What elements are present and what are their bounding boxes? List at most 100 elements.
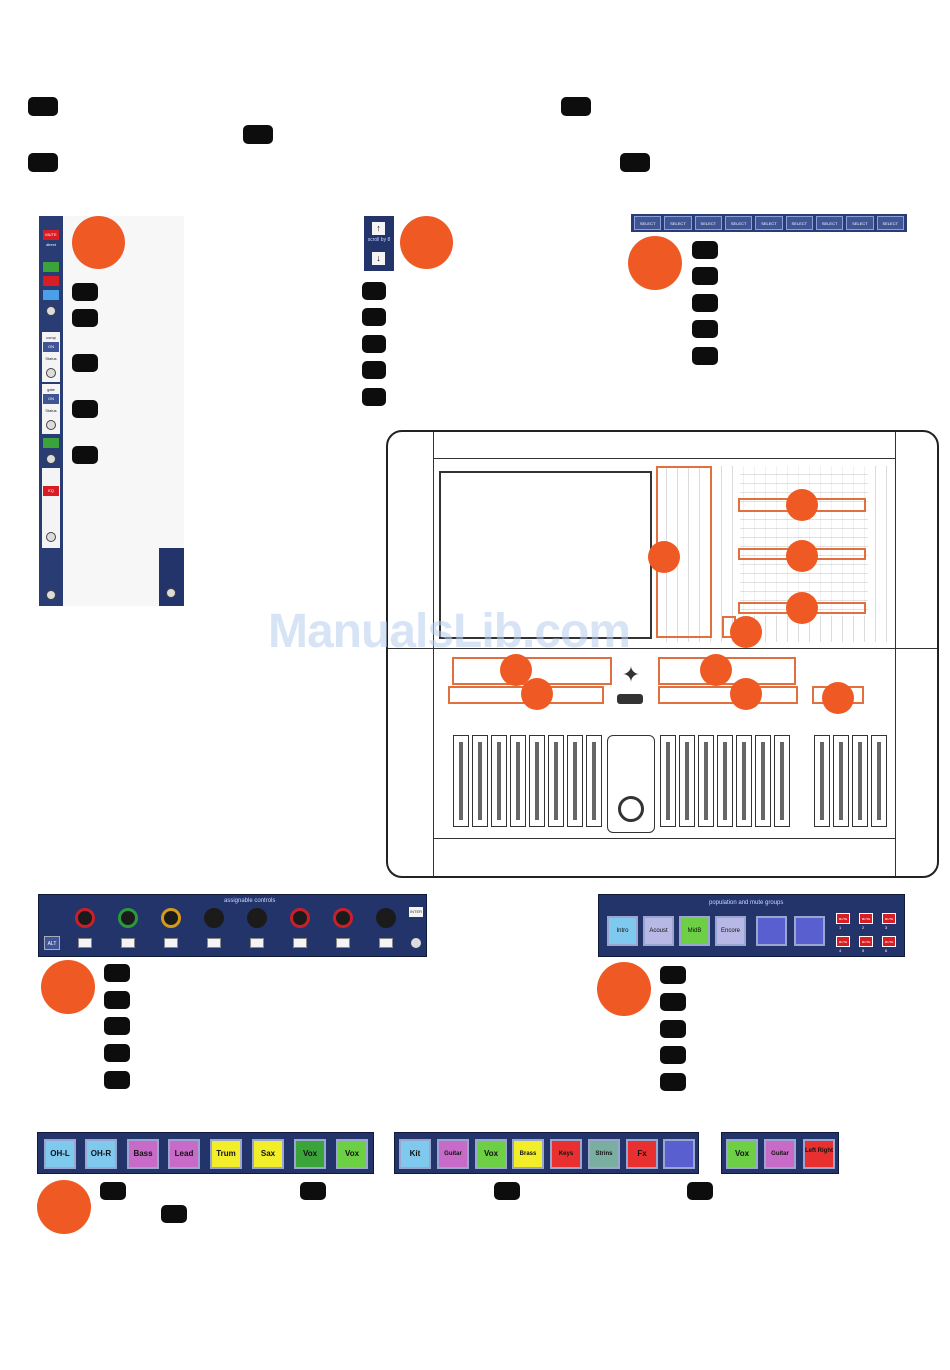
population-button[interactable]: Acoust [643,916,674,946]
mute-group-button[interactable]: MUTE [882,913,896,924]
assign-switch[interactable] [78,938,92,948]
channel-name-key[interactable]: OH-L [44,1139,76,1169]
select-button[interactable]: SELECT [876,216,904,230]
population-button[interactable] [794,916,825,946]
assign-switch[interactable] [164,938,178,948]
fader[interactable] [774,735,790,827]
mute-group-button[interactable]: MUTE [859,936,873,947]
channel-name-key[interactable]: Strins [588,1139,620,1169]
jog-wheel[interactable] [618,796,644,822]
population-button[interactable]: Intro [607,916,638,946]
assign-knob[interactable] [75,908,95,928]
mute-group-button[interactable]: MUTE [882,936,896,947]
select-button[interactable]: SELECT [664,216,692,230]
channel-name-key[interactable]: Guitar [437,1139,469,1169]
scroll-down-button[interactable]: ↓ [372,252,385,265]
fader[interactable] [698,735,714,827]
mute-group-button[interactable]: MUTE [836,936,850,947]
channel-name-key[interactable]: Vox [475,1139,507,1169]
console-top-line [434,458,895,459]
fader[interactable] [755,735,771,827]
channel-name-key[interactable]: Left Right [803,1139,835,1169]
channel-name-key[interactable]: Vox [726,1139,758,1169]
assign-switch[interactable] [379,938,393,948]
select-button[interactable]: SELECT [634,216,662,230]
select-button[interactable]: SELECT [694,216,722,230]
strip-bottom-knob[interactable] [46,590,56,600]
blue-button[interactable] [43,290,59,300]
population-button[interactable]: Encore [715,916,746,946]
fader[interactable] [679,735,695,827]
fader[interactable] [833,735,849,827]
assign-switch[interactable] [293,938,307,948]
fader[interactable] [510,735,526,827]
inter-button[interactable]: INTER [409,907,423,917]
channel-name-key[interactable]: Keys [550,1139,582,1169]
fader[interactable] [660,735,676,827]
channel-name-key[interactable]: Brass [512,1139,544,1169]
channel-name-key[interactable]: Guitar [764,1139,796,1169]
assign-knob[interactable] [118,908,138,928]
alt-button[interactable]: ALT [44,936,60,950]
eq-knob[interactable] [46,532,56,542]
population-button[interactable] [756,916,787,946]
assign-switch[interactable] [207,938,221,948]
mute-group-button[interactable]: MUTE [859,913,873,924]
assign-knob[interactable] [376,908,396,928]
gate-knob[interactable] [46,420,56,430]
scroll-up-button[interactable]: ↑ [372,222,385,235]
assign-knob[interactable] [290,908,310,928]
gain-knob[interactable] [46,306,56,316]
callout-tag [620,153,650,172]
channel-name-key[interactable]: Sax [252,1139,284,1169]
channel-name-key[interactable]: Vox [336,1139,368,1169]
select-button[interactable]: SELECT [815,216,844,230]
gate-on-button[interactable]: ON [43,394,59,404]
channel-name-key[interactable]: Kit [399,1139,431,1169]
select-button[interactable]: SELECT [846,216,874,230]
callout-tag [100,1182,126,1200]
safe-button[interactable] [43,276,59,286]
fader[interactable] [736,735,752,827]
channel-name-key[interactable]: OH-R [85,1139,117,1169]
fader[interactable] [453,735,469,827]
population-button[interactable]: MidB [679,916,710,946]
assignable-title: assignable controls [224,898,276,904]
fader[interactable] [472,735,488,827]
channel-name-key[interactable]: Trum [210,1139,242,1169]
channel-name-key[interactable]: Fx [626,1139,658,1169]
fader[interactable] [529,735,545,827]
mute-button[interactable]: MUTE [43,230,59,240]
nav-arrows[interactable]: ✦ [621,662,641,687]
fader[interactable] [586,735,602,827]
fader[interactable] [814,735,830,827]
fader[interactable] [717,735,733,827]
insert-button[interactable] [43,438,59,448]
assign-knob[interactable] [247,908,267,928]
assign-knob[interactable] [333,908,353,928]
master-knob[interactable] [166,588,176,598]
channel-name-key[interactable]: Bass [127,1139,159,1169]
select-button[interactable]: SELECT [785,216,813,230]
select-button[interactable]: SELECT [755,216,783,230]
fader[interactable] [567,735,583,827]
select-button[interactable]: SELECT [724,216,753,230]
assign-knob[interactable] [204,908,224,928]
channel-name-key[interactable]: Vox [294,1139,326,1169]
assign-knob[interactable] [161,908,181,928]
fader[interactable] [491,735,507,827]
fader[interactable] [871,735,887,827]
fader[interactable] [548,735,564,827]
comp-knob[interactable] [46,368,56,378]
fader[interactable] [852,735,868,827]
insert-knob[interactable] [46,454,56,464]
assign-switch[interactable] [336,938,350,948]
channel-name-key[interactable]: Lead [168,1139,200,1169]
pre-button[interactable] [43,262,59,272]
comp-on-button[interactable]: ON [43,342,59,352]
assign-switch[interactable] [250,938,264,948]
assign-switch[interactable] [121,938,135,948]
mute-group-button[interactable]: MUTE [836,913,850,924]
eq-button[interactable]: EQ [43,486,59,496]
channel-name-key[interactable] [663,1139,695,1169]
